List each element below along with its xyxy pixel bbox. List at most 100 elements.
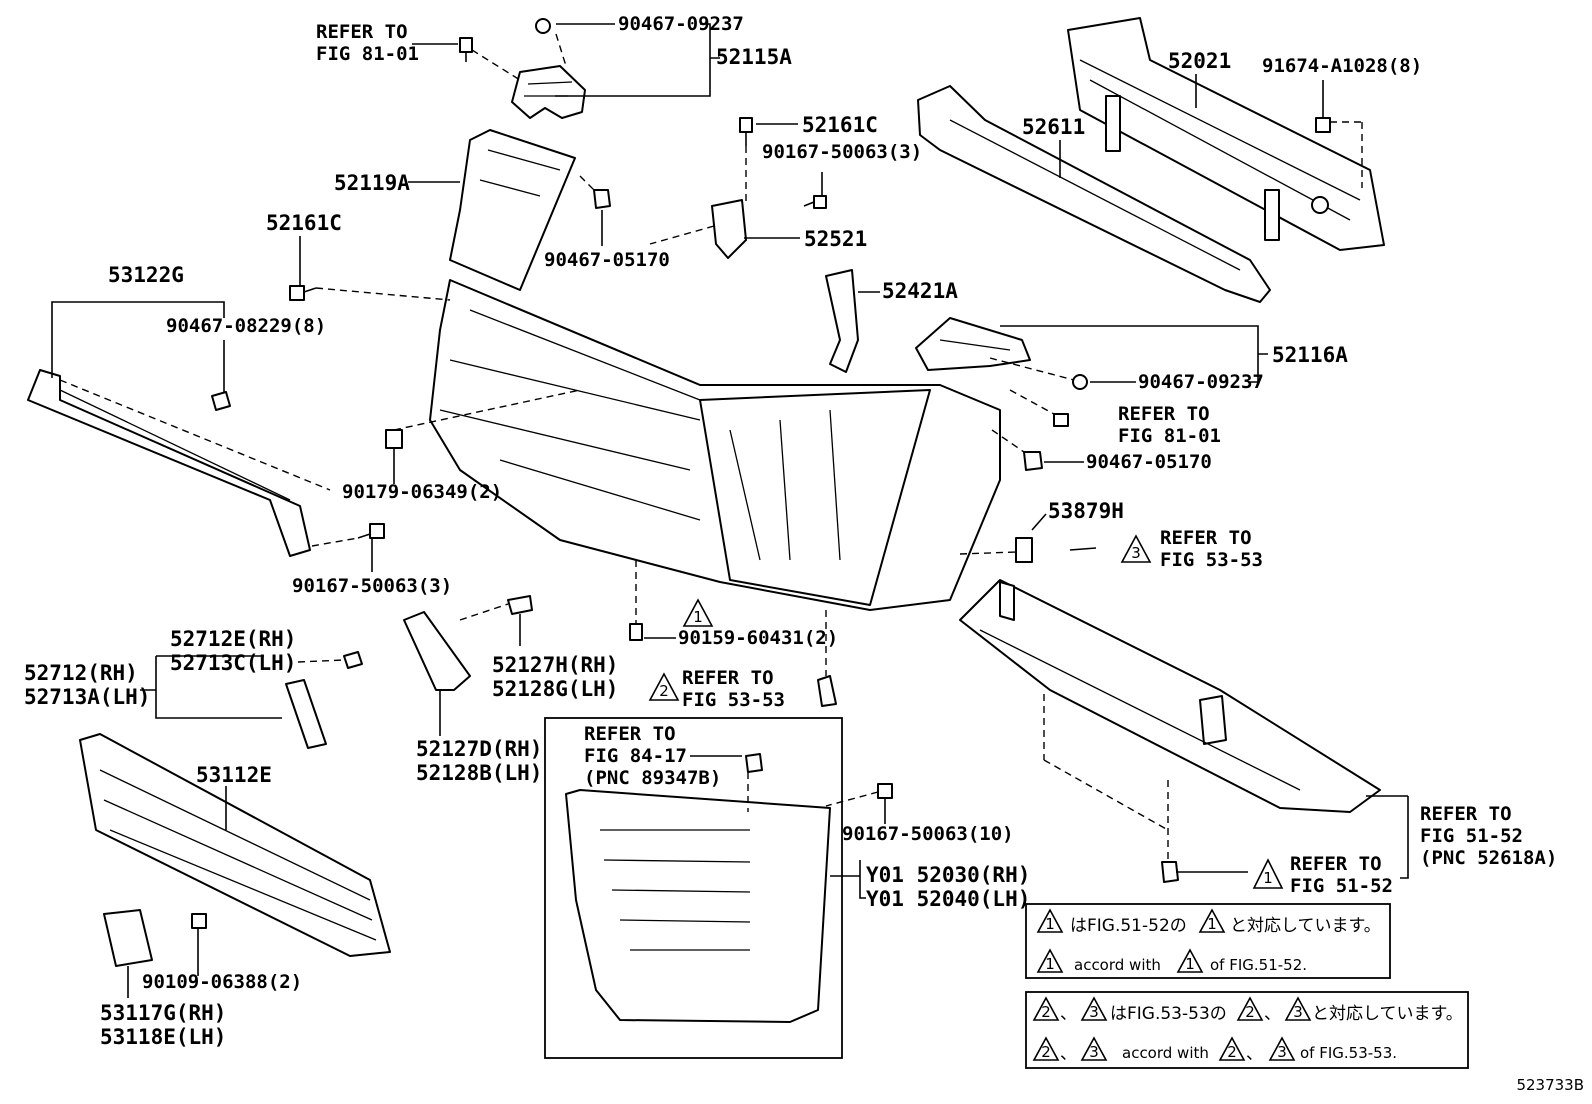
label-refer-53-53-a-line1: REFER TO: [1160, 527, 1252, 549]
clip-52127h-drawing: [507, 595, 533, 615]
svg-text:3: 3: [1131, 544, 1141, 562]
note1-jp-text-a: はFIG.51-52の: [1070, 916, 1187, 936]
note1-en-text-b: of FIG.51-52.: [1210, 956, 1307, 974]
note2-en-text-a: accord with: [1122, 1044, 1209, 1062]
cover-53117g-drawing: [103, 909, 153, 967]
label-53879h: 53879H: [1048, 499, 1124, 523]
svg-text:3: 3: [1277, 1043, 1287, 1061]
clip-52161c-left-drawing: [289, 285, 317, 301]
label-90467-08229: 90467-08229(8): [166, 315, 326, 337]
leader-lines: [51, 23, 1409, 998]
label-52127d: 52127D(RH): [416, 737, 542, 761]
label-y01-52040: Y01 52040(LH): [866, 887, 1030, 911]
label-52161c-top: 52161C: [802, 113, 878, 137]
undercover-drawing: [959, 579, 1381, 813]
bracket-52115a-drawing: [511, 65, 586, 119]
label-refer-84-17-line1: REFER TO: [584, 723, 676, 745]
label-52115a: 52115A: [716, 45, 792, 69]
note2-jp-text-b: と対応しています。: [1312, 1004, 1463, 1024]
garnish-53122g-drawing: [27, 369, 311, 557]
bolt-near-53879h-drawing: [1069, 547, 1097, 551]
note1-jp-text-b: と対応しています。: [1230, 916, 1381, 936]
pad-52712e-drawing: [343, 651, 363, 669]
note2-en-text-b: of FIG.53-53.: [1300, 1044, 1397, 1062]
label-52712e: 52712E(RH): [170, 627, 296, 651]
clip-90467-05170-right-drawing: [1023, 451, 1043, 471]
note2-jp-text-a: はFIG.53-53の: [1110, 1004, 1227, 1024]
bumper-cover-drawing: [429, 279, 1001, 611]
label-52021: 52021: [1168, 49, 1231, 73]
note2-sep-b: 、: [1264, 1004, 1281, 1024]
triangle-marker-1-right: 1: [1252, 858, 1284, 889]
label-52161c-left: 52161C: [266, 211, 342, 235]
svg-text:2: 2: [659, 682, 669, 700]
label-refer-fig81-01-a-line2: FIG 81-01: [316, 43, 419, 65]
bracket-52116a-drawing: [915, 317, 1031, 371]
clip-bottom-center-drawing: [817, 675, 837, 707]
note2-sep-a: 、: [1060, 1004, 1077, 1024]
bracket-52521-drawing: [711, 199, 747, 259]
label-refer-84-17-line2: FIG 84-17: [584, 745, 687, 767]
grille-53112e-drawing: [79, 733, 391, 957]
label-refer-51-52-b-line1: REFER TO: [1290, 853, 1382, 875]
label-91674-a1028: 91674-A1028(8): [1262, 55, 1422, 77]
svg-text:1: 1: [1207, 915, 1217, 933]
label-90167-50063-3-bottom: 90167-50063(3): [292, 575, 452, 597]
svg-text:1: 1: [1263, 869, 1273, 887]
label-refer-84-17-line3: (PNC 89347B): [584, 767, 721, 789]
grille-assy-frame: [544, 717, 843, 1059]
bolt-refer81-right-drawing: [1053, 413, 1069, 427]
pad-52421a-drawing: [825, 269, 859, 373]
bolt-top-left-drawing: [459, 37, 473, 62]
bolt-91674-drawing: [1315, 108, 1331, 133]
label-90179-06349: 90179-06349(2): [342, 481, 502, 503]
note-box-1: 1 はFIG.51-52の 1 と対応しています。 1 accord with …: [1025, 903, 1391, 979]
label-refer-53-53-a-line2: FIG 53-53: [1160, 549, 1263, 571]
bolt-90167-top-drawing: [803, 195, 827, 209]
label-refer-51-52-a-line3: (PNC 52618A): [1420, 847, 1557, 869]
triangle-marker-1-center: 1: [682, 598, 714, 627]
clip-90467-05170-left-drawing: [593, 189, 611, 209]
label-refer-51-52-a-line1: REFER TO: [1420, 803, 1512, 825]
note2-sep-c: 、: [1060, 1044, 1077, 1064]
bolt-90159-drawing: [629, 623, 643, 641]
bracket-52119a-drawing: [449, 129, 576, 291]
bracket-52127d-drawing: [403, 611, 471, 691]
svg-text:1: 1: [1045, 955, 1055, 973]
clip-90467-09237-top-drawing: [535, 18, 551, 34]
bolt-90109-drawing: [191, 913, 207, 929]
label-90167-50063-3-top: 90167-50063(3): [762, 141, 922, 163]
label-52611: 52611: [1022, 115, 1085, 139]
label-52521: 52521: [804, 227, 867, 251]
nut-90179-drawing: [385, 429, 403, 449]
clip-90467-08229-drawing: [211, 391, 231, 411]
note1-en-text-a: accord with: [1074, 956, 1161, 974]
label-refer-51-52-a-line2: FIG 51-52: [1420, 825, 1523, 847]
label-52119a: 52119A: [334, 171, 410, 195]
label-90159-60431: 90159-60431(2): [678, 627, 838, 649]
label-refer-53-53-b-line1: REFER TO: [682, 667, 774, 689]
label-52712: 52712(RH): [24, 661, 138, 685]
reinforcement-52021-drawing: [1067, 17, 1385, 251]
svg-text:1: 1: [693, 608, 703, 626]
label-refer-51-52-b-line2: FIG 51-52: [1290, 875, 1393, 897]
note2-sep-d: 、: [1246, 1044, 1263, 1064]
grille-assy-y01-drawing: [565, 753, 831, 1023]
label-90467-09237-top: 90467-09237: [618, 13, 744, 35]
clip-bottom-right-drawing: [1161, 861, 1179, 883]
label-90467-05170-right: 90467-05170: [1086, 451, 1212, 473]
label-52127h: 52127H(RH): [492, 653, 618, 677]
triangle-marker-3-right: 3: [1120, 534, 1152, 563]
label-52713a: 52713A(LH): [24, 685, 150, 709]
label-refer-fig81-01-b-line2: FIG 81-01: [1118, 425, 1221, 447]
label-53122g: 53122G: [108, 263, 184, 287]
bolt-90167-10-drawing: [877, 783, 893, 808]
absorber-52611-drawing: [917, 85, 1271, 303]
svg-text:3: 3: [1293, 1003, 1303, 1021]
svg-text:3: 3: [1089, 1043, 1099, 1061]
label-90467-05170-left: 90467-05170: [544, 249, 670, 271]
svg-text:1: 1: [1185, 955, 1195, 973]
label-52128g: 52128G(LH): [492, 677, 618, 701]
